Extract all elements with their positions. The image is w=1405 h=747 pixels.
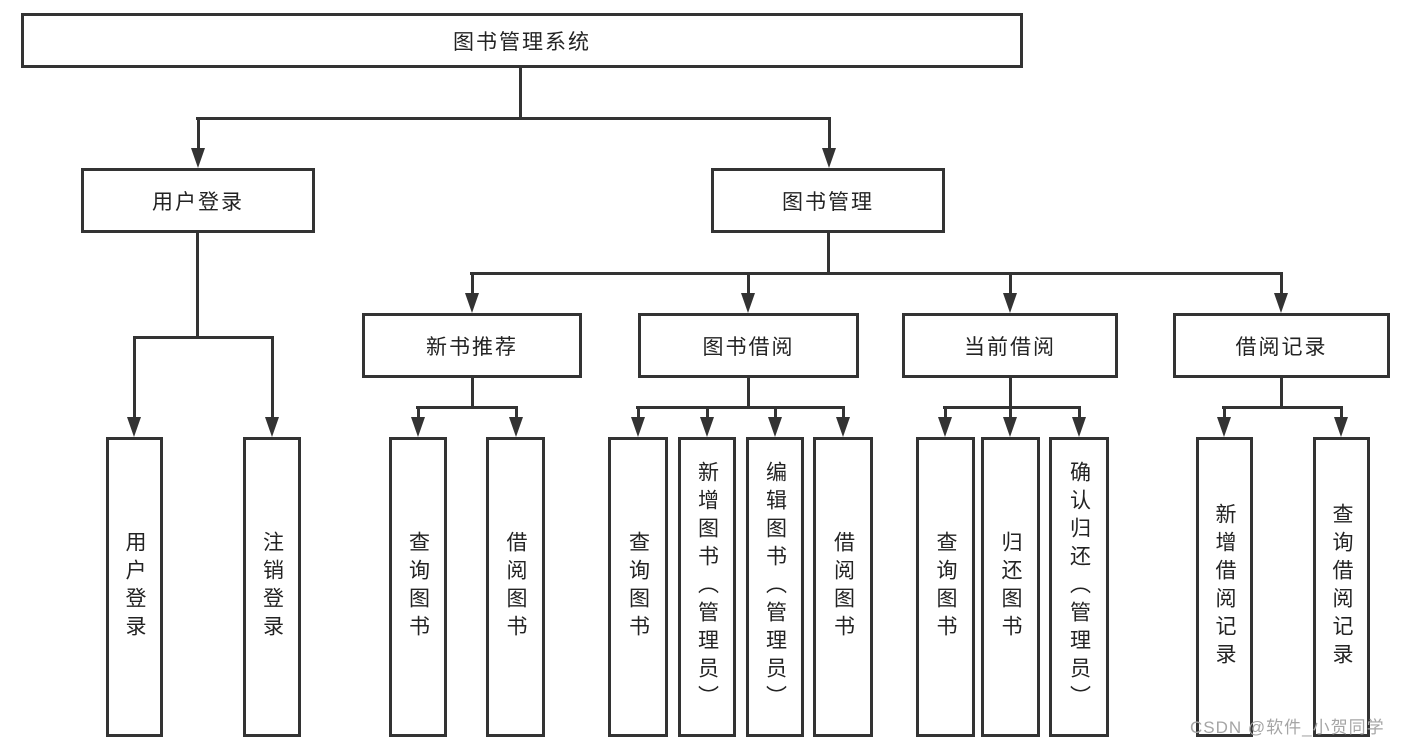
node-new-book-recommend: 新书推荐	[362, 313, 582, 378]
arrow-down-icon	[822, 148, 836, 168]
connector-line	[1223, 406, 1226, 420]
arrow-down-icon	[191, 148, 205, 168]
leaf-borrow-books: 借阅图书	[813, 437, 873, 737]
node-borrow-record: 借阅记录	[1173, 313, 1390, 378]
connector-line	[196, 117, 831, 120]
leaf-edit-books-admin: 编辑图书（管理员）	[746, 437, 804, 737]
leaf-add-books-admin: 新增图书（管理员）	[678, 437, 736, 737]
arrow-down-icon	[631, 417, 645, 437]
arrow-down-icon	[411, 417, 425, 437]
connector-line	[1340, 406, 1343, 420]
connector-line	[637, 406, 640, 420]
node-current-borrow: 当前借阅	[902, 313, 1118, 378]
arrow-down-icon	[1334, 417, 1348, 437]
connector-line	[1009, 406, 1012, 420]
leaf-add-borrow-record: 新增借阅记录	[1196, 437, 1253, 737]
connector-line	[470, 272, 1283, 275]
connector-line	[197, 117, 200, 150]
arrow-down-icon	[1274, 293, 1288, 313]
arrow-down-icon	[938, 417, 952, 437]
arrow-down-icon	[1003, 417, 1017, 437]
connector-line	[515, 406, 518, 420]
arrow-down-icon	[1072, 417, 1086, 437]
leaf-logout: 注销登录	[243, 437, 301, 737]
node-book-borrow: 图书借阅	[638, 313, 859, 378]
connector-line	[416, 406, 518, 409]
connector-line	[943, 406, 1081, 409]
connector-line	[1009, 378, 1012, 409]
connector-line	[471, 378, 474, 409]
leaf-confirm-return-admin: 确认归还（管理员）	[1049, 437, 1109, 737]
connector-line	[828, 117, 831, 150]
leaf-query-books-recommend: 查询图书	[389, 437, 447, 737]
connector-line	[1009, 272, 1012, 295]
arrow-down-icon	[1217, 417, 1231, 437]
arrow-down-icon	[509, 417, 523, 437]
node-user-login: 用户登录	[81, 168, 315, 233]
arrow-down-icon	[768, 417, 782, 437]
node-current-borrow-label: 当前借阅	[964, 335, 1056, 359]
leaf-query-books-borrow: 查询图书	[608, 437, 668, 737]
leaf-user-login: 用户登录	[106, 437, 163, 737]
arrow-down-icon	[127, 417, 141, 437]
connector-line	[133, 336, 136, 419]
node-borrow-record-label: 借阅记录	[1235, 335, 1328, 359]
connector-line	[944, 406, 947, 420]
connector-line	[1280, 272, 1283, 295]
leaf-query-borrow-record: 查询借阅记录	[1313, 437, 1370, 737]
connector-line	[747, 272, 750, 295]
connector-line	[747, 378, 750, 409]
node-root-label: 图书管理系统	[453, 30, 591, 54]
watermark: CSDN @软件_小贺同学	[1190, 718, 1385, 737]
node-book-borrow-label: 图书借阅	[702, 335, 795, 359]
connector-line	[519, 68, 522, 120]
connector-line	[636, 406, 845, 409]
arrow-down-icon	[700, 417, 714, 437]
connector-line	[471, 272, 474, 295]
connector-line	[774, 406, 777, 420]
connector-line	[842, 406, 845, 420]
arrow-down-icon	[465, 293, 479, 313]
arrow-down-icon	[836, 417, 850, 437]
connector-line	[196, 233, 199, 339]
connector-line	[417, 406, 420, 420]
arrow-down-icon	[1003, 293, 1017, 313]
arrow-down-icon	[741, 293, 755, 313]
connector-line	[827, 233, 830, 275]
node-user-login-label: 用户登录	[152, 190, 244, 214]
leaf-query-books-current: 查询图书	[916, 437, 975, 737]
leaf-borrow-books-recommend: 借阅图书	[486, 437, 545, 737]
arrow-down-icon	[265, 417, 279, 437]
node-root-system: 图书管理系统	[21, 13, 1023, 68]
connector-line	[1222, 406, 1343, 409]
connector-line	[271, 336, 274, 419]
node-book-management: 图书管理	[711, 168, 945, 233]
connector-line	[706, 406, 709, 420]
connector-line	[133, 336, 274, 339]
connector-line	[1078, 406, 1081, 420]
connector-line	[1280, 378, 1283, 409]
node-book-management-label: 图书管理	[782, 190, 874, 214]
leaf-return-books: 归还图书	[981, 437, 1040, 737]
node-new-book-recommend-label: 新书推荐	[426, 335, 518, 359]
